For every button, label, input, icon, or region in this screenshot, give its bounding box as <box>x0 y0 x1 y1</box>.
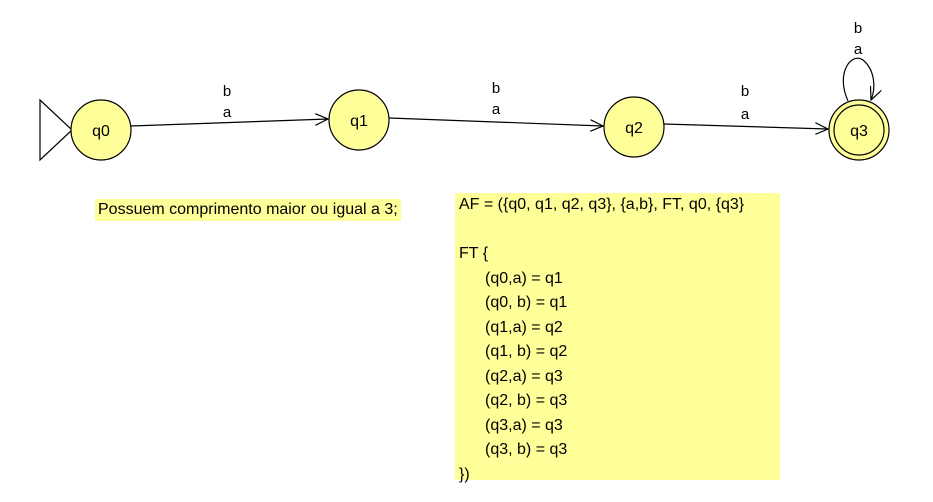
language-note[interactable]: Possuem comprimento maior ou igual a 3; <box>95 199 401 221</box>
edge-label-q1-q2-a: a <box>492 101 501 118</box>
state-q0[interactable]: q0 <box>70 99 132 161</box>
initial-state-marker <box>39 98 73 162</box>
state-label-q3: q3 <box>850 123 868 140</box>
edge-label-q0-q1-b: b <box>223 83 231 100</box>
edge-label-q1-q2-b: b <box>492 80 500 97</box>
definition-line: (q1, b) = q2 <box>485 343 568 360</box>
state-q3-final[interactable]: q3 <box>828 99 890 161</box>
state-label-q2: q2 <box>625 120 643 137</box>
definition-line <box>459 218 776 243</box>
definition-line: (q0,a) = q1 <box>485 269 563 287</box>
edge-label-q0-q1-a: a <box>223 104 232 121</box>
definition-line: (q3, b) = q3 <box>485 441 568 458</box>
state-label-q0: q0 <box>92 123 110 140</box>
definition-line: }) <box>459 465 470 483</box>
transition-edge-q3-loop <box>842 57 874 101</box>
definition-line: (q3,a) = q3 <box>485 416 563 434</box>
state-q2[interactable]: q2 <box>603 96 665 158</box>
definition-line: (q0, b) = q1 <box>485 294 568 311</box>
edge-label-q2-q3-b: b <box>741 83 749 100</box>
definition-line: (q2, b) = q3 <box>485 392 568 409</box>
state-q1[interactable]: q1 <box>328 89 390 151</box>
transition-edge-q1-q2 <box>388 117 603 126</box>
state-label-q1: q1 <box>350 113 368 130</box>
definition-line: AF = ({q0, q1, q2, q3}, {a,b}, FT, q0, {… <box>459 196 745 213</box>
edge-label-q3-loop-b: b <box>854 20 862 37</box>
edge-label-q2-q3-a: a <box>741 106 750 123</box>
definition-line: FT { <box>459 245 489 262</box>
language-note-text: Possuem comprimento maior ou igual a 3; <box>98 201 398 218</box>
transition-edge-q0-q1 <box>130 119 328 127</box>
definition-line: (q2,a) = q3 <box>485 367 563 385</box>
transition-edge-q2-q3 <box>663 124 828 129</box>
definition-note[interactable]: AF = ({q0, q1, q2, q3}, {a,b}, FT, q0, {… <box>455 193 780 483</box>
definition-line: (q1,a) = q2 <box>485 318 563 336</box>
final-state-inner-ring <box>833 104 885 156</box>
edge-label-q3-loop-a: a <box>854 41 863 58</box>
